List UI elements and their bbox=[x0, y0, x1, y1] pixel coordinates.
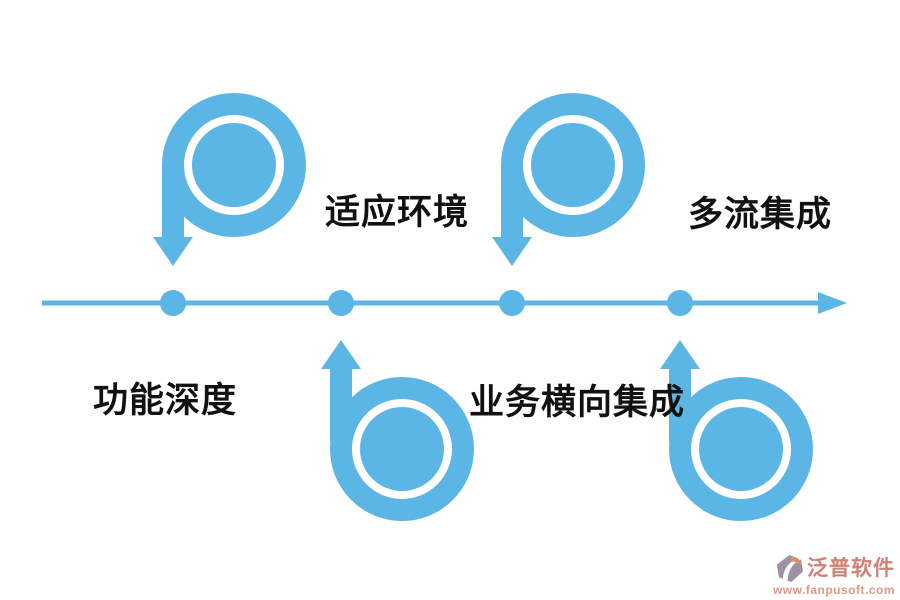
timeline-node-2 bbox=[328, 290, 354, 316]
node-label-1: 功能深度 bbox=[92, 381, 237, 420]
timeline-node-3 bbox=[499, 290, 525, 316]
watermark-brand: 泛普软件 bbox=[807, 556, 895, 580]
timeline-node-1 bbox=[160, 290, 186, 316]
node-label-4: 多流集成 bbox=[687, 195, 832, 234]
loop-arrow-down-3 bbox=[492, 104, 634, 266]
watermark-brand-row: 泛普软件 bbox=[775, 554, 895, 583]
timeline-arrowhead-icon bbox=[818, 292, 847, 314]
timeline-node-4 bbox=[667, 290, 693, 316]
node-label-3: 业务横向集成 bbox=[468, 383, 685, 422]
watermark: 泛普软件 www.fanpusoft.com bbox=[773, 554, 895, 597]
loop-arrow-down-1 bbox=[153, 104, 295, 266]
node-label-2: 适应环境 bbox=[324, 193, 469, 232]
watermark-url: www.fanpusoft.com bbox=[772, 583, 895, 597]
fanpu-logo-icon bbox=[776, 554, 804, 583]
